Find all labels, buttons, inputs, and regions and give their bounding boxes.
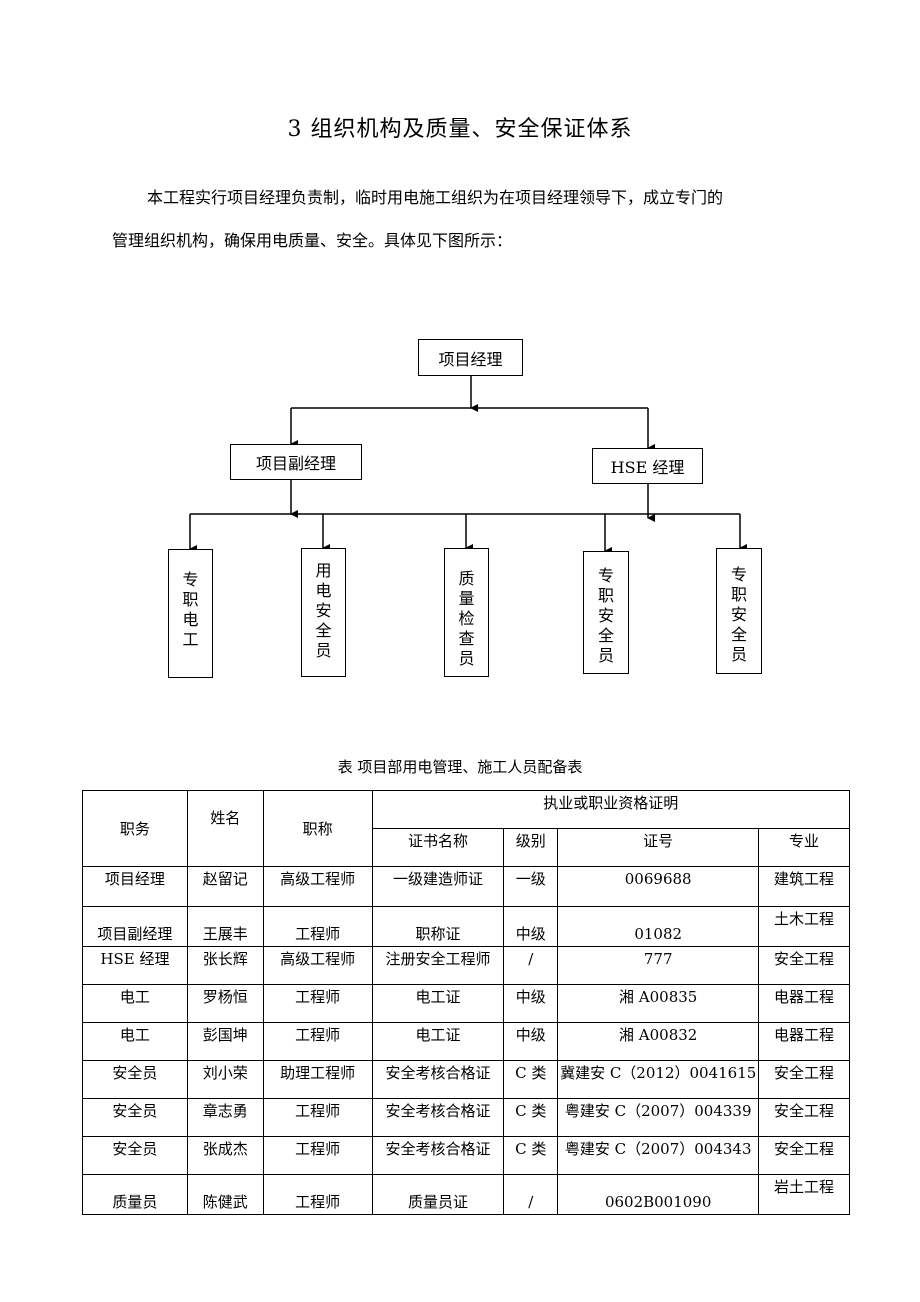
cell-title: 工程师 bbox=[262, 984, 373, 1023]
cell-name: 章志勇 bbox=[186, 1098, 264, 1137]
cell-title: 助理工程师 bbox=[262, 1060, 373, 1099]
cell-cert-no: 01082 bbox=[557, 906, 760, 947]
cell-major: 安全工程 bbox=[758, 946, 850, 985]
cell-major: 安全工程 bbox=[758, 1136, 850, 1175]
cell-cert-name: 注册安全工程师 bbox=[371, 946, 505, 985]
staffing-table: 职务 姓名 职称 执业或职业资格证明 证书名称 级别 证号 专业 项目经理赵留记… bbox=[82, 790, 851, 1215]
cell-title: 高级工程师 bbox=[262, 866, 373, 907]
cell-major: 土木工程 bbox=[758, 906, 850, 947]
header-name: 姓名 bbox=[186, 790, 264, 867]
cell-position: 项目经理 bbox=[82, 866, 188, 907]
org-leaf-electrician: 专职电工 bbox=[168, 549, 213, 678]
cell-major: 安全工程 bbox=[758, 1060, 850, 1099]
cell-cert-no: 湘 A00835 bbox=[557, 984, 760, 1023]
header-title: 职称 bbox=[262, 790, 373, 867]
cell-cert-no: 冀建安 C（2012）0041615 bbox=[557, 1060, 760, 1099]
cell-cert-no: 粤建安 C（2007）004339 bbox=[557, 1098, 760, 1137]
cell-major: 建筑工程 bbox=[758, 866, 850, 907]
org-leaf-safety-officer-2: 专职安全员 bbox=[716, 548, 762, 674]
cell-title: 工程师 bbox=[262, 1022, 373, 1061]
cell-cert-name: 一级建造师证 bbox=[371, 866, 505, 907]
cell-title: 工程师 bbox=[262, 1098, 373, 1137]
cell-position: 安全员 bbox=[82, 1136, 188, 1175]
header-cert-no: 证号 bbox=[557, 828, 760, 867]
cell-position: 质量员 bbox=[82, 1174, 188, 1215]
table-caption: 表 项目部用电管理、施工人员配备表 bbox=[337, 758, 583, 776]
cell-cert-no: 0069688 bbox=[557, 866, 760, 907]
header-position: 职务 bbox=[82, 790, 188, 867]
cell-cert-no: 粤建安 C（2007）004343 bbox=[557, 1136, 760, 1175]
intro-paragraph-line-2: 管理组织机构，确保用电质量、安全。具体见下图所示： bbox=[112, 231, 513, 250]
cell-level: / bbox=[503, 946, 559, 985]
cell-cert-no: 777 bbox=[557, 946, 760, 985]
cell-level: C 类 bbox=[503, 1136, 559, 1175]
cell-name: 陈健武 bbox=[186, 1174, 264, 1215]
cell-name: 张长辉 bbox=[186, 946, 264, 985]
org-chart-connectors bbox=[189, 376, 747, 555]
cell-position: 安全员 bbox=[82, 1060, 188, 1099]
cell-cert-name: 安全考核合格证 bbox=[371, 1060, 505, 1099]
cell-title: 工程师 bbox=[262, 1174, 373, 1215]
org-leaf-power-safety-officer: 用电安全员 bbox=[301, 548, 346, 677]
cell-level: 中级 bbox=[503, 1022, 559, 1061]
section-heading: 3 组织机构及质量、安全保证体系 bbox=[287, 117, 633, 142]
cell-title: 工程师 bbox=[262, 1136, 373, 1175]
cell-cert-name: 电工证 bbox=[371, 1022, 505, 1061]
header-qualification: 执业或职业资格证明 bbox=[371, 790, 851, 829]
cell-level: C 类 bbox=[503, 1060, 559, 1099]
cell-name: 刘小荣 bbox=[186, 1060, 264, 1099]
cell-major: 安全工程 bbox=[758, 1098, 850, 1137]
header-cert-name: 证书名称 bbox=[371, 828, 505, 867]
cell-level: 中级 bbox=[503, 984, 559, 1023]
cell-cert-name: 职称证 bbox=[371, 906, 505, 947]
cell-cert-name: 质量员证 bbox=[371, 1174, 505, 1215]
cell-name: 罗杨恒 bbox=[186, 984, 264, 1023]
cell-position: HSE 经理 bbox=[82, 946, 188, 985]
cell-name: 张成杰 bbox=[186, 1136, 264, 1175]
cell-major: 岩土工程 bbox=[758, 1174, 850, 1215]
cell-major: 电器工程 bbox=[758, 1022, 850, 1061]
cell-cert-no: 0602B001090 bbox=[557, 1174, 760, 1215]
cell-level: 一级 bbox=[503, 866, 559, 907]
cell-name: 王展丰 bbox=[186, 906, 264, 947]
org-leaf-safety-officer-1: 专职安全员 bbox=[583, 551, 629, 674]
cell-position: 电工 bbox=[82, 984, 188, 1023]
cell-position: 项目副经理 bbox=[82, 906, 188, 947]
cell-major: 电器工程 bbox=[758, 984, 850, 1023]
header-major: 专业 bbox=[758, 828, 850, 867]
intro-paragraph-line-1: 本工程实行项目经理负责制，临时用电施工组织为在项目经理领导下，成立专门的 bbox=[147, 188, 724, 207]
cell-level: / bbox=[503, 1174, 559, 1215]
org-leaf-quality-inspector: 质量检查员 bbox=[444, 548, 489, 677]
org-node-project-manager: 项目经理 bbox=[418, 339, 523, 376]
cell-level: C 类 bbox=[503, 1098, 559, 1137]
cell-cert-name: 安全考核合格证 bbox=[371, 1098, 505, 1137]
header-level: 级别 bbox=[503, 828, 559, 867]
cell-title: 高级工程师 bbox=[262, 946, 373, 985]
cell-name: 彭国坤 bbox=[186, 1022, 264, 1061]
org-node-hse-manager: HSE 经理 bbox=[592, 448, 703, 484]
cell-cert-name: 电工证 bbox=[371, 984, 505, 1023]
cell-position: 电工 bbox=[82, 1022, 188, 1061]
cell-cert-no: 湘 A00832 bbox=[557, 1022, 760, 1061]
cell-name: 赵留记 bbox=[186, 866, 264, 907]
cell-position: 安全员 bbox=[82, 1098, 188, 1137]
org-node-deputy-manager: 项目副经理 bbox=[230, 444, 362, 480]
cell-cert-name: 安全考核合格证 bbox=[371, 1136, 505, 1175]
cell-level: 中级 bbox=[503, 906, 559, 947]
cell-title: 工程师 bbox=[262, 906, 373, 947]
